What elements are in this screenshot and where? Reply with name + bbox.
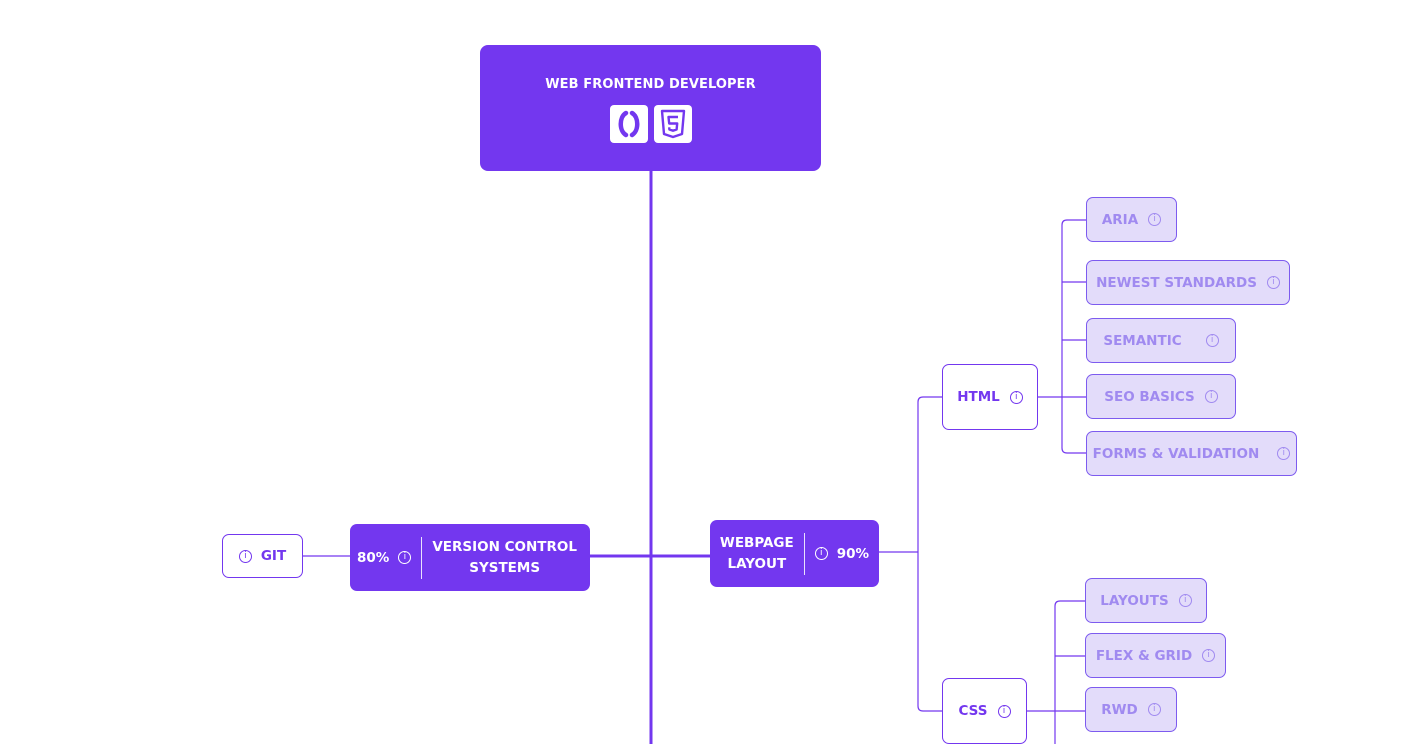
info-icon[interactable]: i bbox=[1204, 390, 1218, 403]
info-icon[interactable]: i bbox=[997, 704, 1011, 718]
info-icon[interactable]: i bbox=[1178, 594, 1192, 607]
webpage-layout-node[interactable]: WEBPAGE LAYOUT i 90% bbox=[710, 520, 879, 587]
topic-semantic[interactable]: SEMANTIC i bbox=[1086, 318, 1236, 363]
css-label: CSS bbox=[958, 703, 988, 719]
divider bbox=[803, 532, 805, 575]
topic-flex-grid[interactable]: FLEX & GRID i bbox=[1085, 633, 1226, 678]
info-icon[interactable]: i bbox=[1147, 703, 1161, 716]
version-control-percent: 80% bbox=[357, 549, 390, 566]
info-icon[interactable]: i bbox=[1148, 213, 1162, 226]
topic-layouts[interactable]: LAYOUTS i bbox=[1085, 578, 1207, 623]
git-label: GIT bbox=[260, 548, 287, 564]
topic-newest-standards[interactable]: NEWEST STANDARDS i bbox=[1086, 260, 1290, 305]
git-node[interactable]: i GIT bbox=[222, 534, 303, 578]
topic-forms-validation[interactable]: FORMS & VALIDATION i bbox=[1086, 431, 1297, 476]
info-icon[interactable]: i bbox=[1266, 276, 1280, 289]
info-icon[interactable]: i bbox=[814, 547, 828, 560]
root-title: WEB FRONTEND DEVELOPER bbox=[545, 77, 756, 92]
divider bbox=[421, 536, 423, 579]
info-icon[interactable]: i bbox=[1009, 390, 1023, 404]
webpage-layout-percent: 90% bbox=[836, 545, 870, 562]
info-icon[interactable]: i bbox=[1277, 447, 1291, 460]
css-node[interactable]: CSS i bbox=[942, 678, 1027, 744]
version-control-node[interactable]: 80% i VERSION CONTROL SYSTEMS bbox=[350, 524, 590, 591]
topic-rwd[interactable]: RWD i bbox=[1085, 687, 1177, 732]
info-icon[interactable]: i bbox=[1205, 334, 1219, 347]
topic-seo-basics[interactable]: SEO BASICS i bbox=[1086, 374, 1236, 419]
info-icon[interactable]: i bbox=[238, 549, 252, 563]
root-node[interactable]: WEB FRONTEND DEVELOPER bbox=[480, 45, 821, 171]
brackets-logo-icon bbox=[609, 105, 648, 143]
html-label: HTML bbox=[957, 389, 1000, 405]
version-control-label: VERSION CONTROL SYSTEMS bbox=[432, 538, 577, 576]
info-icon[interactable]: i bbox=[398, 551, 412, 564]
html-node[interactable]: HTML i bbox=[942, 364, 1038, 430]
topic-aria[interactable]: ARIA i bbox=[1086, 197, 1177, 242]
info-icon[interactable]: i bbox=[1202, 649, 1216, 662]
webpage-layout-label: WEBPAGE LAYOUT bbox=[719, 534, 794, 572]
html5-logo-icon bbox=[653, 105, 692, 143]
